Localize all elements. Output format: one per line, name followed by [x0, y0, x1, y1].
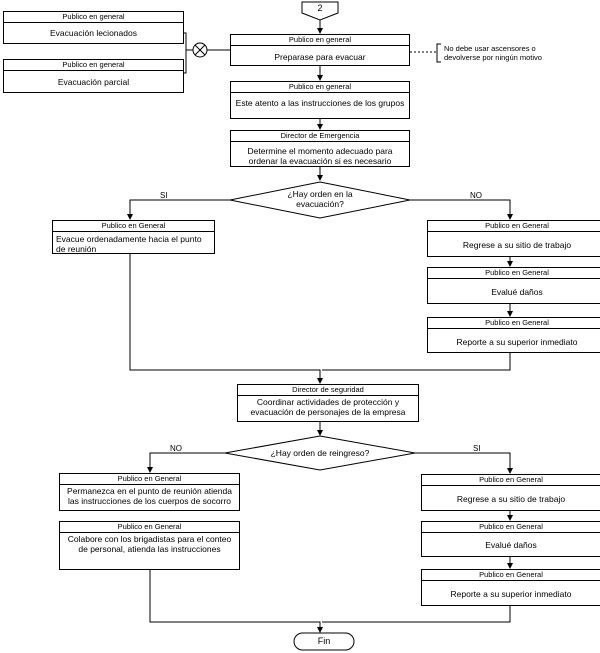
step-text: Preparase para evacuar — [274, 52, 366, 62]
step-report-superior-2: Publico en General Reporte a su superior… — [421, 569, 600, 606]
step-actor: Publico en General — [422, 522, 600, 533]
decision-evacuation-order-shape — [229, 181, 411, 219]
step-actor: Publico en General — [60, 522, 239, 533]
step-text: Determine el momento adecuado para orden… — [247, 146, 393, 166]
step-security-director: Director de seguridad Coordinar activida… — [237, 384, 419, 422]
step-evacuate-meeting-point: Publico en General Evacue ordenadamente … — [52, 220, 215, 254]
step-actor: Publico en General — [428, 268, 600, 279]
step-actor: Publico en General — [60, 474, 239, 485]
step-text: Reporte a su superior inmediato — [450, 589, 572, 599]
offpage-connector-label: 2 — [317, 3, 323, 13]
step-text: Coordinar actividades de protección y ev… — [250, 397, 406, 417]
end-terminator: Fin — [317, 636, 331, 646]
step-prepare-evacuate: Publico en general Preparase para evacua… — [230, 34, 410, 66]
step-actor: Publico en general — [4, 12, 183, 23]
step-evacuacion-parcial: Publico en general Evacuación parcial — [3, 59, 184, 93]
step-return-workplace-2: Publico en General Regrese a su sitio de… — [421, 474, 600, 511]
step-actor: Publico en General — [422, 475, 600, 486]
offpage-connector-shape — [301, 1, 339, 21]
end-terminator-shape — [293, 632, 355, 651]
step-text: Evalué daños — [485, 540, 537, 550]
step-text: Colabore con los brigadistas para el con… — [67, 534, 232, 554]
step-actor: Director de seguridad — [238, 385, 418, 396]
decision-2-yes-label: SI — [473, 444, 481, 453]
step-director-emergency: Director de Emergencia Determine el mome… — [230, 130, 410, 167]
decision-1-yes-label: SI — [160, 191, 168, 200]
step-actor: Publico en General — [428, 221, 600, 232]
step-text: Evacue ordenadamente hacia el punto de r… — [56, 234, 202, 254]
step-actor: Publico en general — [4, 60, 183, 71]
step-actor: Director de Emergencia — [231, 131, 409, 142]
step-text: Evacuación parcial — [57, 77, 130, 87]
step-actor: Publico en General — [428, 318, 600, 329]
step-text: Regrese a su sitio de trabajo — [456, 494, 566, 504]
step-text: Este atento a las instrucciones de los g… — [235, 98, 405, 108]
step-text: Evacuación lecionados — [50, 28, 137, 38]
annotation-no-elevators: No debe usar ascensores o devolverse por… — [444, 44, 542, 62]
decision-2-no-label: NO — [170, 444, 182, 453]
step-actor: Publico en general — [231, 35, 409, 46]
decision-evacuation-order: ¿Hay orden en la evacuación? — [287, 189, 353, 209]
step-attend-instructions: Publico en general Este atento a las ins… — [230, 81, 410, 119]
step-evaluate-damage-1: Publico en General Evalué daños — [427, 267, 600, 304]
step-collaborate-brigades: Publico en General Colabore con los brig… — [59, 521, 240, 570]
step-actor: Publico en General — [53, 221, 214, 232]
step-text: Reporte a su superior inmediato — [456, 337, 578, 347]
step-actor: Publico en general — [231, 82, 409, 93]
step-text: Regrese a su sitio de trabajo — [462, 240, 572, 250]
step-evaluate-damage-2: Publico en General Evalué daños — [421, 521, 600, 557]
step-evacuacion-lesionados: Publico en general Evacuación lecionados — [3, 11, 184, 44]
step-text: Permanezca en el punto de reunión atiend… — [67, 486, 232, 506]
step-return-workplace-1: Publico en General Regrese a su sitio de… — [427, 220, 600, 257]
step-actor: Publico en General — [422, 570, 600, 581]
step-report-superior-1: Publico en General Reporte a su superior… — [427, 317, 600, 353]
decision-1-no-label: NO — [470, 191, 482, 200]
step-remain-meeting-point: Publico en General Permanezca en el punt… — [59, 473, 240, 511]
step-text: Evalué daños — [491, 287, 543, 297]
decision-reentry-order-shape — [224, 435, 416, 471]
decision-reentry-order: ¿Hay orden de reingreso? — [270, 448, 370, 458]
